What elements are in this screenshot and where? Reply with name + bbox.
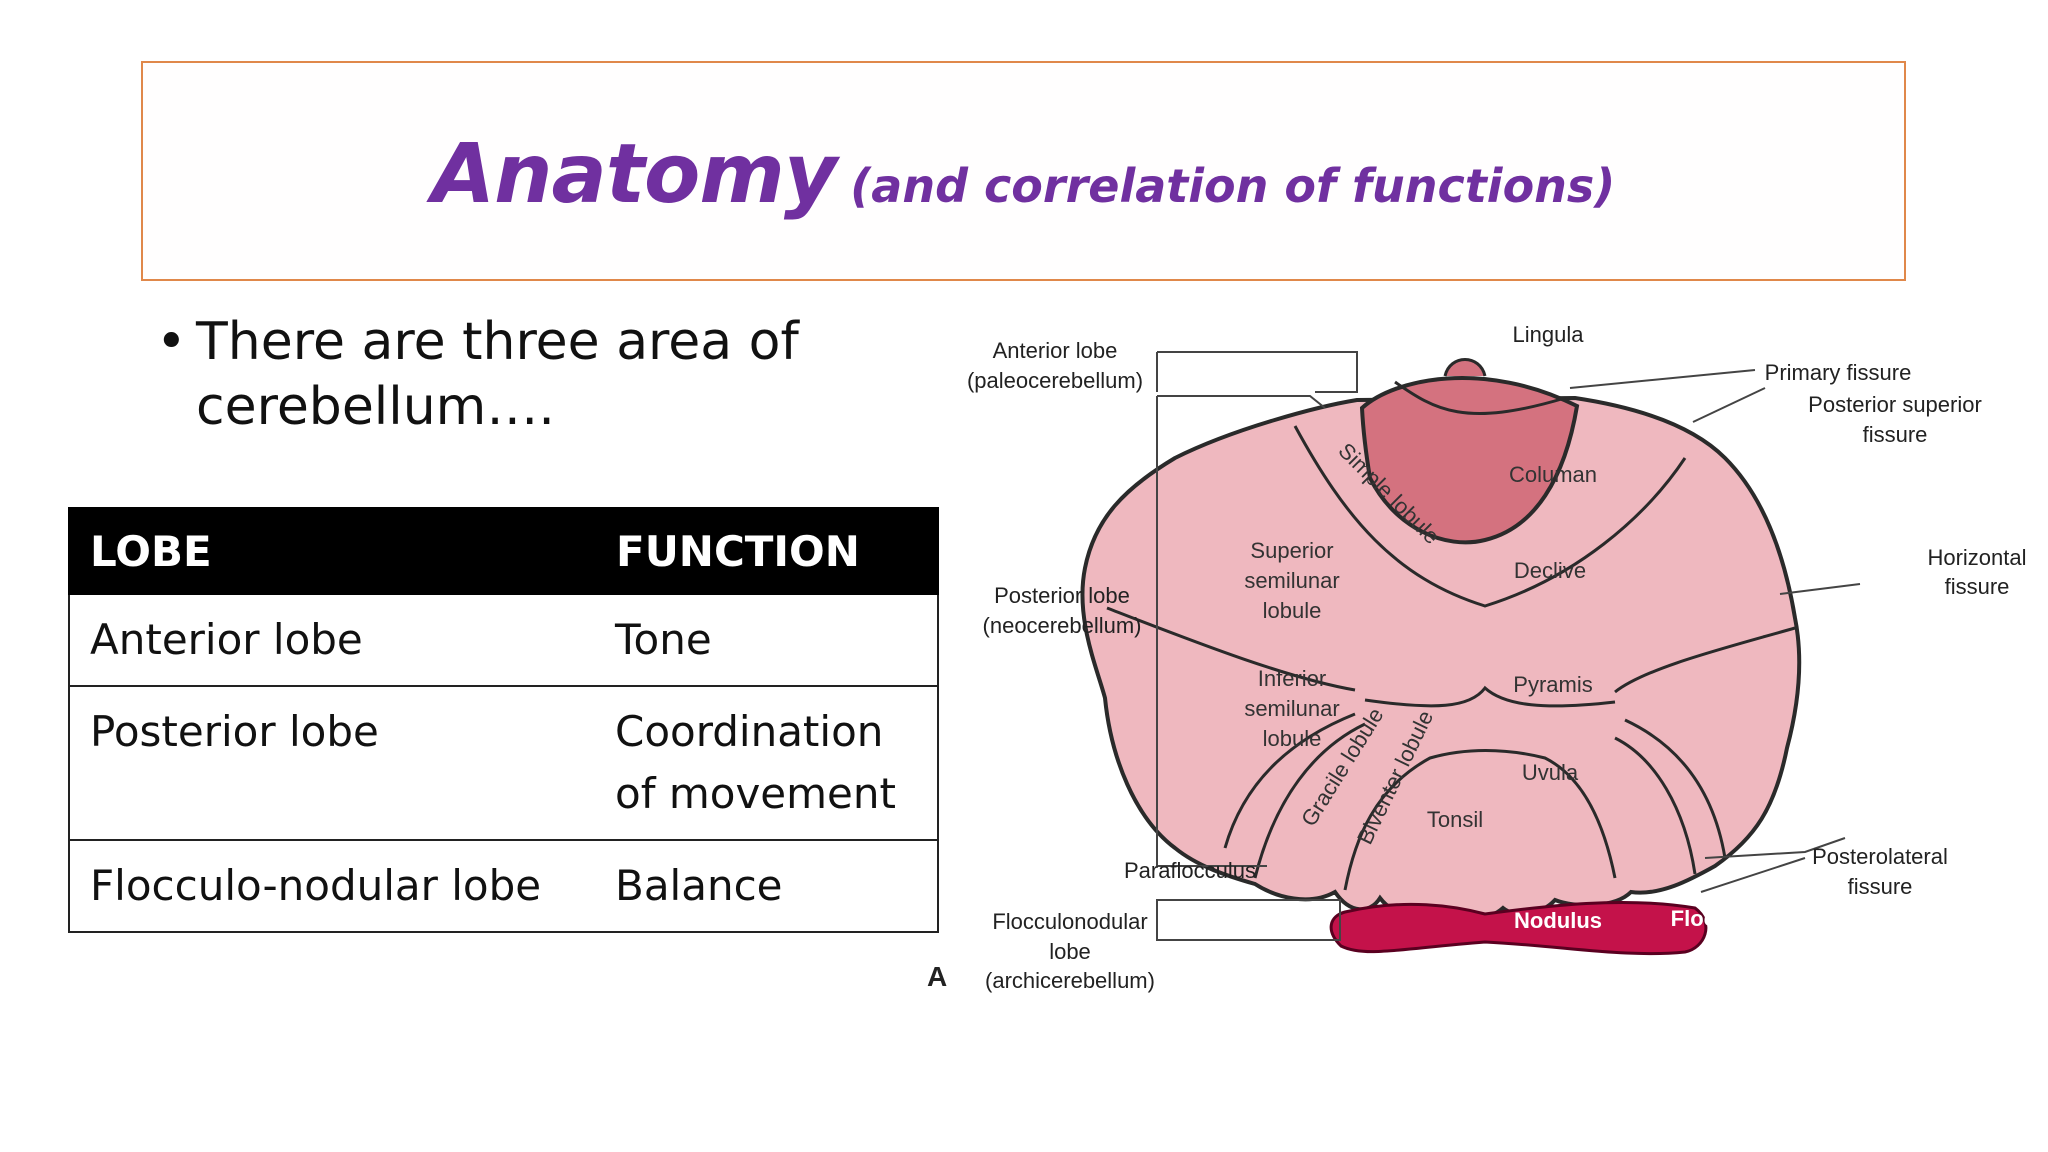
cell-lobe: Anterior lobe bbox=[68, 593, 595, 687]
flocculonodular-bar bbox=[1329, 900, 1708, 956]
title-box: Anatomy(and correlation of functions) bbox=[141, 61, 1906, 281]
bullet-point: • There are three area of cerebellum…. bbox=[156, 310, 876, 440]
cell-function-line: Coordination bbox=[615, 707, 884, 756]
header-lobe: LOBE bbox=[68, 507, 596, 595]
label-declive: Declive bbox=[1514, 558, 1586, 583]
table-row: Flocculo-nodular lobe Balance bbox=[68, 839, 939, 933]
label-superior-semilunar: Superior bbox=[1250, 538, 1333, 563]
label-inferior-semilunar-3: lobule bbox=[1263, 726, 1322, 751]
fissure-line bbox=[1394, 380, 1566, 416]
label-superior-semilunar-2: semilunar bbox=[1244, 568, 1339, 593]
label-inferior-semilunar-2: semilunar bbox=[1244, 696, 1339, 721]
cerebellum-figure: Anterior lobe (paleocerebellum) Posterio… bbox=[927, 322, 2027, 993]
label-posterior-lobe-sub: (neocerebellum) bbox=[983, 613, 1142, 638]
label-primary-fissure: Primary fissure bbox=[1765, 360, 1912, 385]
title-main: Anatomy bbox=[431, 127, 838, 222]
label-culmen: Columan bbox=[1509, 462, 1597, 487]
table-row: Anterior lobe Tone bbox=[68, 593, 939, 687]
label-pyramis: Pyramis bbox=[1513, 672, 1592, 697]
cell-lobe: Flocculo-nodular lobe bbox=[68, 839, 595, 933]
right-leader-lines bbox=[1569, 369, 1861, 893]
label-uvula: Uvula bbox=[1522, 760, 1579, 785]
label-posterior-lobe: Posterior lobe bbox=[994, 583, 1130, 608]
header-function: FUNCTION bbox=[594, 507, 939, 595]
bullet-line-1: There are three area of bbox=[196, 312, 799, 372]
label-anterior-lobe-sub: (paleocerebellum) bbox=[967, 368, 1143, 393]
slide-title: Anatomy(and correlation of functions) bbox=[143, 127, 1904, 222]
label-nodulus: Nodulus bbox=[1514, 908, 1602, 933]
fissure-line bbox=[1614, 736, 1697, 875]
cell-lobe: Posterior lobe bbox=[68, 685, 595, 841]
label-lingula: Lingula bbox=[1513, 322, 1585, 347]
left-bracket-lines bbox=[1156, 351, 1846, 941]
table-row: Posterior lobe Coordination of movement bbox=[68, 685, 939, 841]
culmen-region bbox=[1359, 376, 1580, 545]
cerebellum-diagram: Anterior lobe (paleocerebellum) Posterio… bbox=[925, 318, 2048, 1018]
label-posterolateral-fissure: Posterolateral bbox=[1812, 844, 1948, 869]
table-header-row: LOBE FUNCTION bbox=[68, 507, 939, 595]
label-posterolateral-fissure-2: fissure bbox=[1848, 874, 1913, 899]
lingula-knob bbox=[1443, 358, 1487, 377]
label-superior-semilunar-3: lobule bbox=[1263, 598, 1322, 623]
cell-function-line: of movement bbox=[615, 769, 896, 818]
lobe-function-table: LOBE FUNCTION Anterior lobe Tone Posteri… bbox=[68, 507, 939, 933]
label-tonsil: Tonsil bbox=[1427, 807, 1483, 832]
label-flocculonodular-2: lobe bbox=[1049, 939, 1091, 964]
label-flocculonodular-3: (archicerebellum) bbox=[985, 968, 1155, 993]
fissure-line bbox=[1343, 749, 1617, 891]
title-subtitle: (and correlation of functions) bbox=[850, 159, 1616, 213]
label-horizontal-fissure-2: fissure bbox=[1945, 574, 2010, 599]
label-inferior-semilunar: Inferior bbox=[1258, 666, 1326, 691]
cell-function: Coordination of movement bbox=[595, 685, 939, 841]
fissure-line bbox=[1293, 425, 1687, 608]
bullet-line-2: cerebellum…. bbox=[196, 377, 555, 437]
panel-letter: A bbox=[927, 961, 947, 992]
label-flocculus: Flocculus bbox=[1671, 906, 1774, 931]
label-horizontal-fissure: Horizontal bbox=[1927, 545, 2026, 570]
fissure-line bbox=[1106, 606, 1356, 692]
label-anterior-lobe: Anterior lobe bbox=[993, 338, 1118, 363]
cell-function: Balance bbox=[595, 839, 939, 933]
cell-function-line: Balance bbox=[615, 861, 783, 910]
fissure-line bbox=[1614, 626, 1796, 694]
fissure-line bbox=[1223, 712, 1356, 849]
fissure-line bbox=[1364, 685, 1616, 708]
fissure-line bbox=[1624, 718, 1727, 859]
cell-function: Tone bbox=[595, 593, 939, 687]
label-paraflocculus: Paraflocculus bbox=[1124, 858, 1256, 883]
label-posterior-superior-fissure: Posterior superior bbox=[1808, 392, 1982, 417]
label-flocculonodular: Flocculonodular bbox=[992, 909, 1147, 934]
bullet-dot: • bbox=[156, 312, 187, 372]
bullet-text: There are three area of cerebellum…. bbox=[196, 310, 799, 440]
fissure-line bbox=[1253, 722, 1366, 879]
label-posterior-superior-fissure-2: fissure bbox=[1863, 422, 1928, 447]
cell-function-line: Tone bbox=[615, 615, 712, 664]
